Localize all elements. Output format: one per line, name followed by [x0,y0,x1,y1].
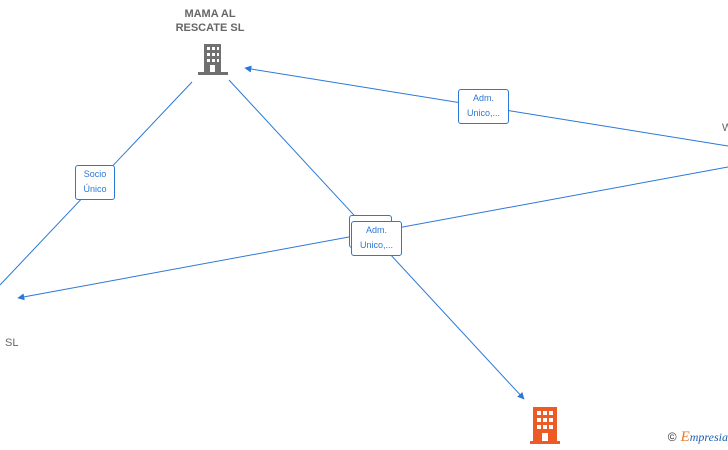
building-icon[interactable] [198,44,228,75]
edge-label-line2: Unico,... [359,240,393,250]
brand-name: mpresia [689,430,728,444]
edge-label-adm-center[interactable]: Adm. Unico,... [351,221,402,256]
node-label-right[interactable]: W [722,122,728,134]
edge-label-line1: Adm. [365,225,387,235]
edge-label-line2: Unico,... [466,108,500,118]
edge-label-socio-unico[interactable]: Socio Único [75,165,115,200]
node-label-mama-al-rescate[interactable]: MAMA AL RESCATE SL [160,7,260,35]
copyright-symbol: © [667,430,677,444]
node-name-line1: MAMA AL [184,8,236,20]
node-name-line2: RESCATE SL [175,22,245,34]
empresia-watermark: ©Empresia [668,429,728,446]
building-icon[interactable] [530,407,560,444]
edge-label-adm-top[interactable]: Adm. Unico,... [458,89,509,124]
node-label-left[interactable]: SL [5,337,19,349]
edge-label-line2: Único [83,184,107,194]
brand-initial: E [680,429,690,445]
edge-label-line1: Adm. [472,93,494,103]
edge-label-line1: Socio [83,169,107,179]
